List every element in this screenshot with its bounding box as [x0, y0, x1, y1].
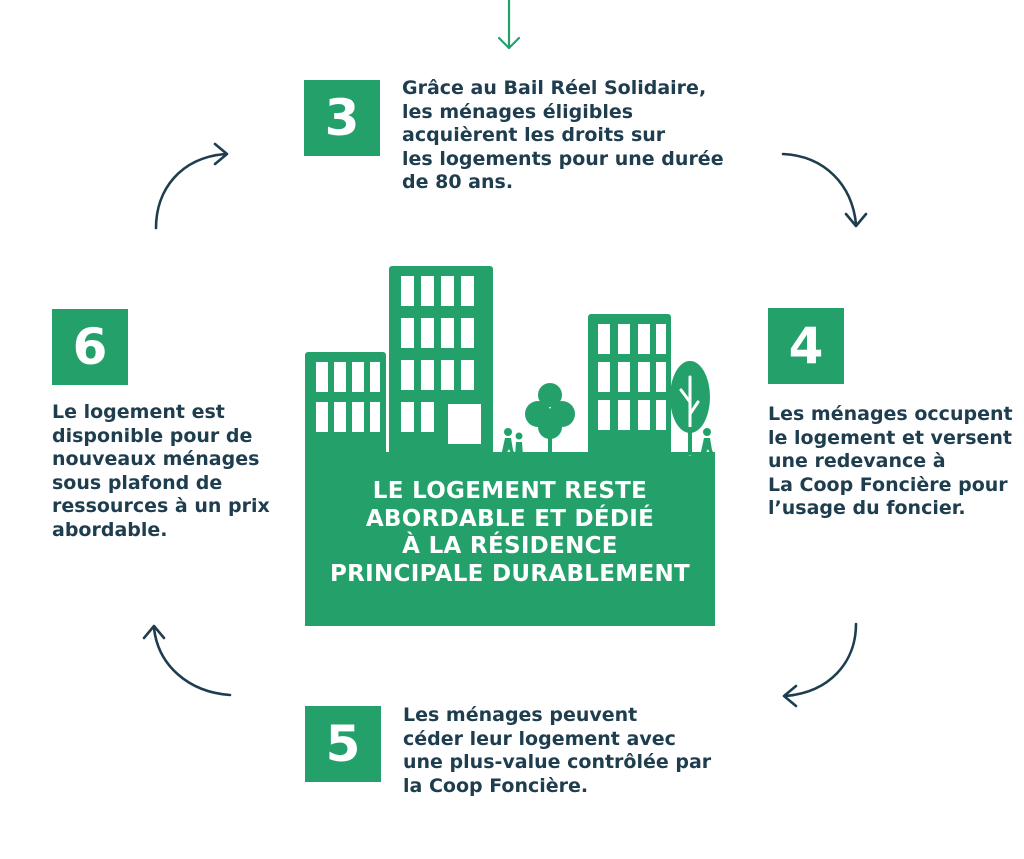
pedestrian-icon [501, 428, 523, 456]
city-illustration [305, 266, 715, 626]
step-3-badge: 3 [304, 80, 380, 156]
text-line: Les ménages occupent [768, 403, 1013, 425]
text-line: les logements pour une durée [402, 147, 724, 170]
step-number: 4 [788, 317, 824, 375]
text-line: la Coop Foncière. [403, 774, 589, 797]
text-line: abordable. [52, 518, 168, 541]
text-line: Les ménages peuvent [403, 704, 638, 726]
text-line: acquièrent les droits sur [402, 124, 666, 146]
tree-icon [670, 361, 710, 456]
tree-icon [525, 383, 575, 454]
text-line: une plus-value contrôlée par [403, 751, 712, 773]
text-line: sous plafond de [52, 471, 223, 494]
curved-arrow-icon [142, 624, 232, 697]
pedestrian-icon [700, 428, 715, 456]
step-number: 3 [324, 89, 360, 147]
step-number: 6 [72, 318, 108, 376]
step-5-badge: 5 [305, 706, 381, 782]
step-6-badge: 6 [52, 309, 128, 385]
arrow-down-icon [497, 0, 521, 50]
text-line: de 80 ans. [402, 171, 514, 193]
curved-arrow-icon [781, 152, 868, 228]
center-banner: Le logement reste abordable et dédié à l… [307, 478, 713, 588]
text-line: une redevance à [768, 450, 946, 472]
step-3-text: Grâce au Bail Réel Solidaire, les ménage… [402, 77, 724, 195]
banner-line: principale durablement [329, 560, 691, 587]
step-5-text: Les ménages peuvent céder leur logement … [403, 704, 711, 798]
text-line: les ménages éligibles [402, 100, 634, 123]
text-line: ressources à un prix [52, 495, 270, 517]
banner-line: abordable et dédié [365, 505, 655, 532]
step-4-text: Les ménages occupent le logement et vers… [768, 403, 1013, 521]
text-line: l’usage du foncier. [768, 497, 966, 519]
banner-block [305, 452, 715, 626]
text-line: La Coop Foncière pour [768, 473, 1008, 496]
step-number: 5 [325, 715, 361, 773]
step-6-text: Le logement est disponible pour de nouve… [52, 401, 270, 542]
curved-arrow-icon [782, 622, 858, 708]
door-icon [448, 404, 481, 444]
banner-line: à la résidence [402, 533, 618, 559]
text-line: nouveaux ménages [52, 448, 260, 470]
text-line: céder leur logement avec [403, 727, 676, 750]
text-line: disponible pour de [52, 424, 253, 447]
banner-line: Le logement reste [372, 478, 648, 504]
step-4-badge: 4 [768, 308, 844, 384]
curved-arrow-icon [154, 142, 229, 230]
text-line: Grâce au Bail Réel Solidaire, [402, 77, 707, 99]
text-line: Le logement est [52, 401, 225, 423]
text-line: le logement et versent [768, 426, 1013, 449]
